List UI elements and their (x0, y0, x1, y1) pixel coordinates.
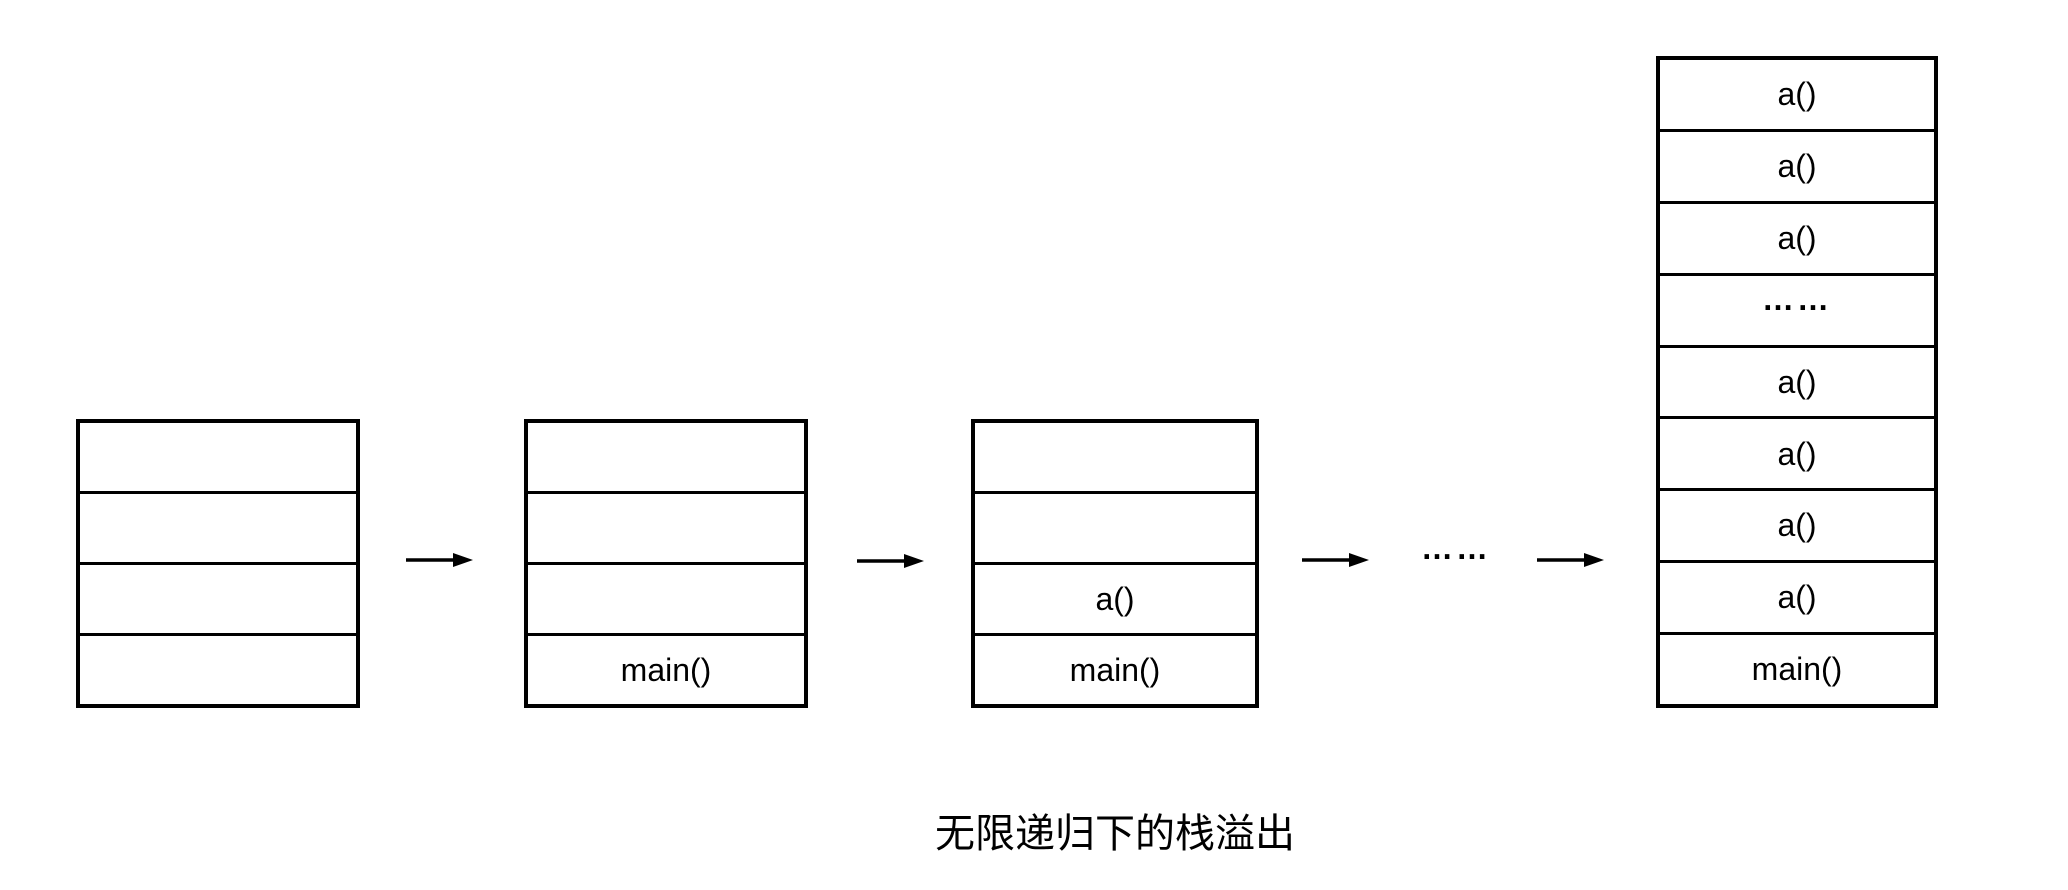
stack-frame-cell: main() (975, 633, 1255, 704)
stack-frame-cell: a() (1660, 60, 1934, 129)
right-arrow-icon (857, 554, 924, 568)
stack-frame-cell: a() (1660, 344, 1934, 417)
stack-frame-label: a() (1777, 219, 1817, 256)
stack-frame-cell: a() (1660, 128, 1934, 201)
stack-frame-label: a() (1777, 147, 1817, 184)
stack-frame-label: a() (1777, 579, 1817, 616)
right-arrow-icon (406, 553, 473, 567)
stack-frame-label: main() (1069, 651, 1161, 688)
stack-frame-cell (528, 562, 804, 633)
right-arrow-icon (1537, 553, 1604, 567)
stack-step-1 (76, 419, 360, 708)
stack-frame-label: a() (1777, 507, 1817, 544)
stack-frame-label: a() (1777, 435, 1817, 472)
stack-frame-cell (975, 423, 1255, 491)
stack-frame-cell (975, 491, 1255, 562)
stack-step-4-overflow: a() a() a() …… a() a() a() a() main() (1656, 56, 1938, 708)
ellipsis-text: …… (1762, 280, 1832, 317)
stack-frame-label: main() (1751, 651, 1843, 688)
stack-frame-cell: …… (1660, 272, 1934, 345)
stack-step-2: main() (524, 419, 808, 708)
stack-frame-cell (80, 633, 356, 704)
stack-frame-cell (80, 491, 356, 562)
stack-step-3: a() main() (971, 419, 1259, 708)
stack-frame-cell (528, 423, 804, 491)
stack-frame-cell: main() (1660, 632, 1934, 704)
stack-frame-cell: a() (1660, 560, 1934, 632)
stack-frame-label: a() (1777, 76, 1817, 113)
stack-frame-label: a() (1777, 363, 1817, 400)
ellipsis-separator: …… (1406, 529, 1506, 583)
stack-frame-cell (80, 562, 356, 633)
diagram-caption: 无限递归下的栈溢出 (935, 812, 1295, 856)
stack-frame-label: main() (620, 651, 712, 688)
stack-frame-cell: a() (975, 562, 1255, 633)
right-arrow-icon (1302, 553, 1369, 567)
stack-frame-cell (80, 423, 356, 491)
stack-frame-cell: a() (1660, 488, 1934, 560)
stack-frame-label: a() (1095, 580, 1135, 617)
stack-frame-cell: main() (528, 633, 804, 704)
stack-frame-cell (528, 491, 804, 562)
stack-frame-cell: a() (1660, 416, 1934, 488)
stack-frame-cell: a() (1660, 200, 1934, 273)
ellipsis-text: …… (1421, 529, 1491, 566)
